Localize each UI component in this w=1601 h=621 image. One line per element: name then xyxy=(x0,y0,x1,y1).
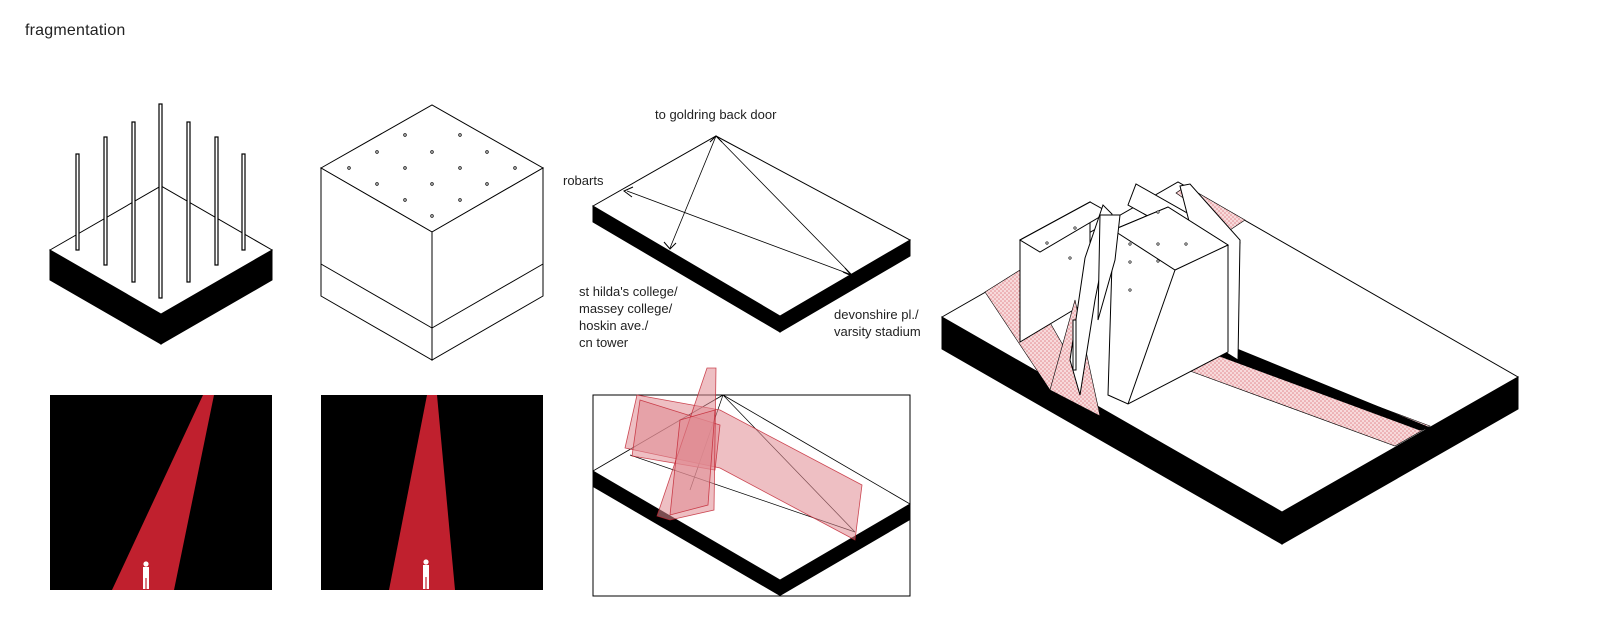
page-title: fragmentation xyxy=(25,22,126,39)
label-line: hoskin ave./ xyxy=(579,318,649,333)
pink-planes xyxy=(624,367,863,541)
label-east-group: devonshire pl./ varsity stadium xyxy=(834,306,921,340)
perspective-view-center xyxy=(321,395,543,590)
label-line: cn tower xyxy=(579,335,629,350)
columns-diagram xyxy=(48,103,274,345)
person-figure xyxy=(143,561,149,589)
cube-diagram xyxy=(319,104,545,361)
label-line: devonshire pl./ xyxy=(834,307,919,322)
sightline-plan xyxy=(592,135,912,333)
perspective-view-left xyxy=(50,395,272,590)
arrow-heads xyxy=(623,135,853,277)
label-north-group: st hilda's college/ massey college/ hosk… xyxy=(579,283,678,351)
fragmented-massing xyxy=(940,181,1520,545)
grid-dots xyxy=(347,133,517,218)
sightlines xyxy=(626,135,853,276)
label-line: massey college/ xyxy=(579,301,673,316)
label-line: varsity stadium xyxy=(834,324,921,339)
label-line: st hilda's college/ xyxy=(579,284,678,299)
label-goldring: to goldring back door xyxy=(655,107,777,122)
grid-dots xyxy=(1045,210,1188,292)
column-posts xyxy=(75,103,246,299)
planes-diagram xyxy=(592,367,911,597)
person-figure xyxy=(423,559,429,589)
label-robarts: robarts xyxy=(563,173,604,188)
